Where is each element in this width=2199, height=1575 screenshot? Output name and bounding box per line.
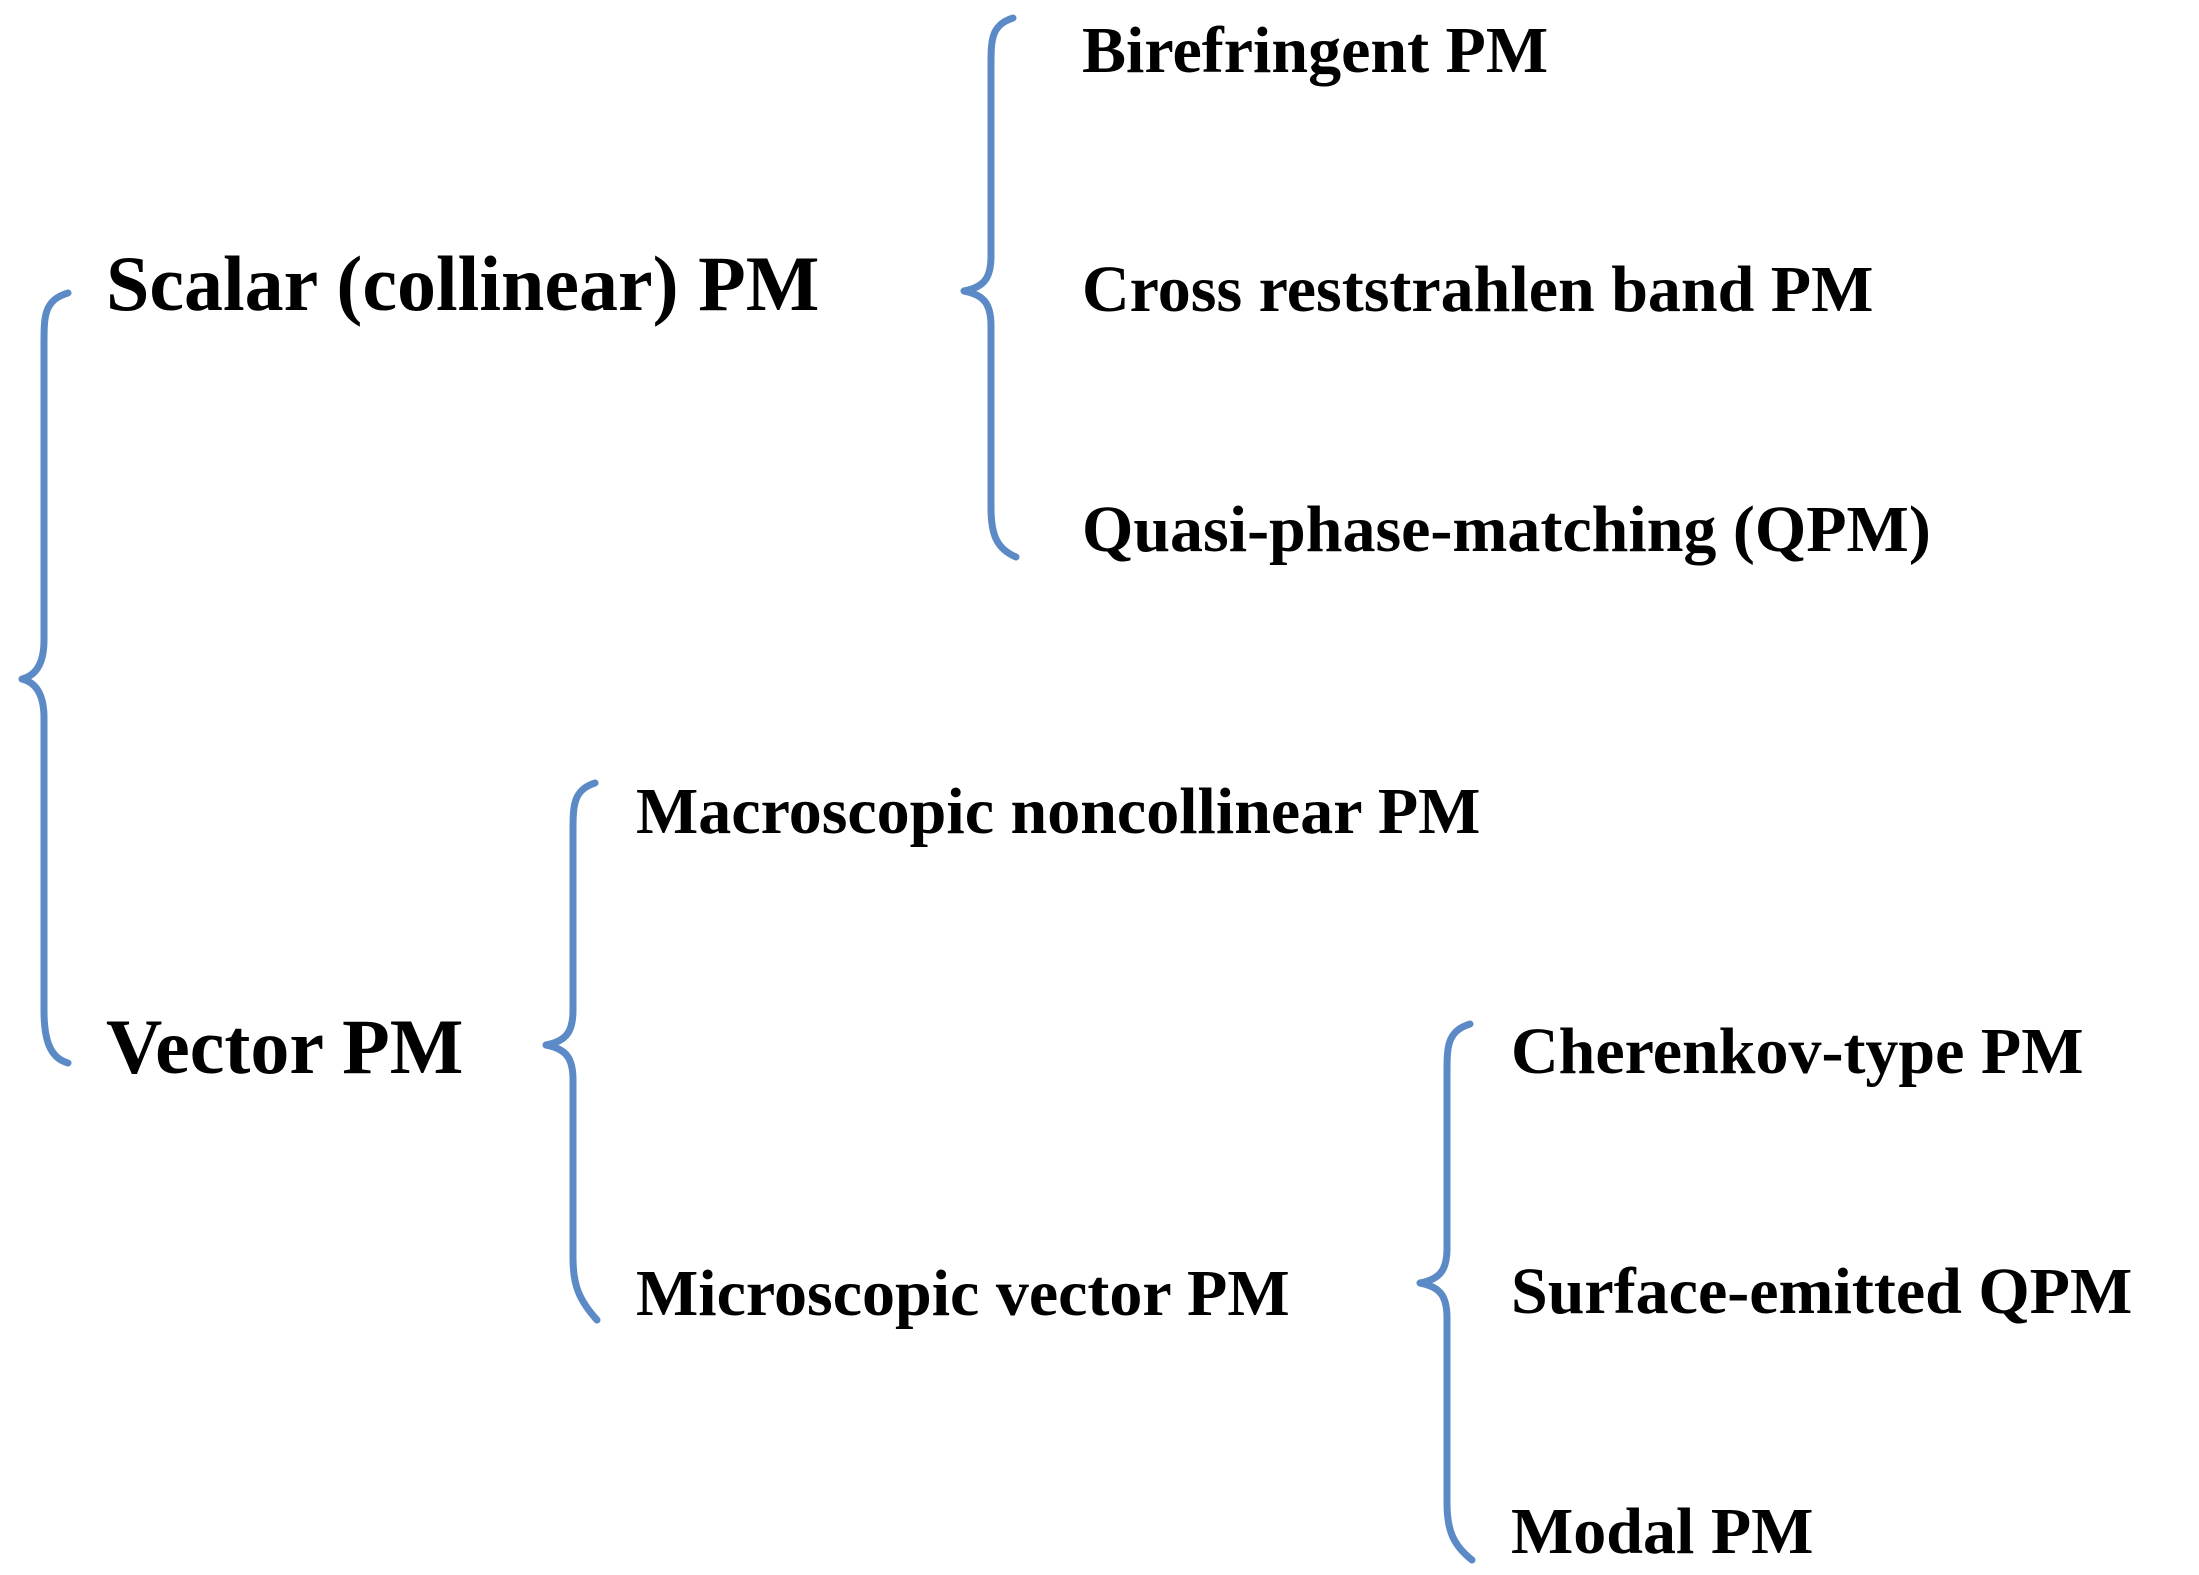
scalar-brace — [960, 14, 1020, 561]
macroscopic-noncollinear-pm-label: Macroscopic noncollinear PM — [636, 775, 1480, 848]
vector-brace — [542, 779, 601, 1324]
vector-pm-label: Vector PM — [106, 1003, 463, 1090]
microscopic-vector-pm-label: Microscopic vector PM — [636, 1257, 1290, 1330]
scalar-pm-label: Scalar (collinear) PM — [106, 240, 819, 327]
root-brace — [18, 289, 72, 1067]
surface-emitted-qpm-label: Surface-emitted QPM — [1511, 1255, 2132, 1328]
modal-pm-label: Modal PM — [1511, 1495, 1813, 1568]
quasi-phase-matching-label: Quasi-phase-matching (QPM) — [1082, 493, 1931, 566]
cross-reststrahlen-band-pm-label: Cross reststrahlen band PM — [1082, 253, 1873, 326]
microscopic-brace — [1416, 1020, 1476, 1564]
birefringent-pm-label: Birefringent PM — [1082, 14, 1548, 87]
cherenkov-type-pm-label: Cherenkov-type PM — [1511, 1015, 2084, 1088]
